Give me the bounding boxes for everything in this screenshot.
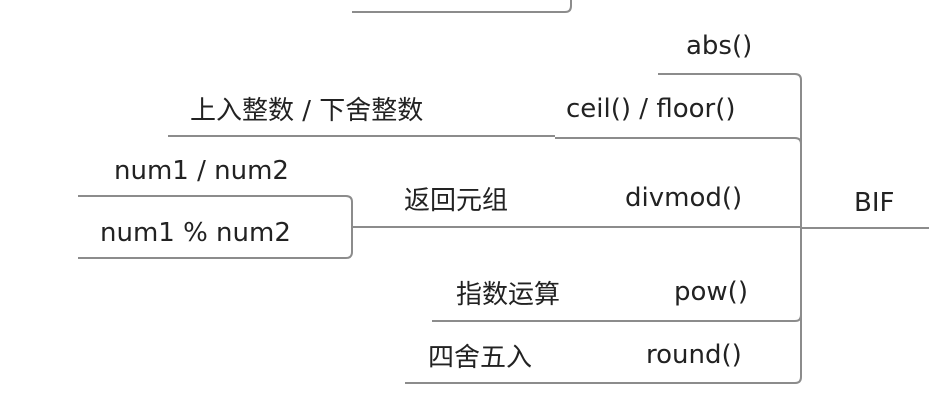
edge-round [405, 228, 802, 384]
node-ceil-floor: ceil() / floor() [566, 94, 736, 124]
node-divmod: divmod() [625, 183, 743, 213]
edge-abs [658, 73, 802, 228]
node-round: round() [646, 340, 742, 370]
note-divmod: 返回元组 [404, 186, 509, 216]
root-node-bif: BIF [854, 188, 895, 218]
note-ceil-floor: 上入整数 / 下舍整数 [190, 96, 424, 126]
note-round: 四舍五入 [428, 343, 533, 373]
edge-ceil-floor [555, 137, 802, 228]
edge-divmod-children [78, 195, 353, 259]
edge-partial-top [352, 0, 572, 13]
node-pow: pow() [674, 277, 748, 307]
note-pow: 指数运算 [456, 280, 561, 310]
node-abs: abs() [686, 31, 753, 61]
divmod-child-remainder: num1 % num2 [100, 218, 291, 248]
divmod-child-quotient: num1 / num2 [114, 156, 289, 186]
